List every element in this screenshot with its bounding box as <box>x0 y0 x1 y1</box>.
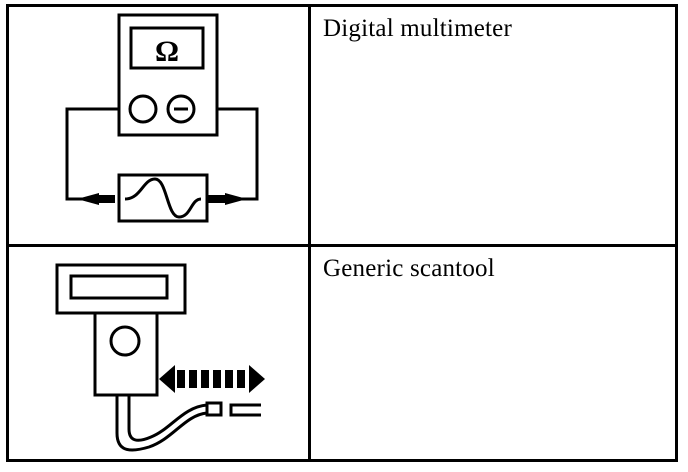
arrow-dash <box>225 370 233 388</box>
table-row-scantool: Generic scantool <box>9 247 675 459</box>
arrow-head-right <box>249 365 265 393</box>
generic-scantool-icon <box>55 263 265 452</box>
connector-plug <box>205 401 223 417</box>
scantool-button <box>109 325 141 357</box>
vehicle-socket <box>229 403 261 417</box>
test-lead-left <box>65 107 119 201</box>
scantool-cable-inner <box>127 395 208 442</box>
test-lead-right <box>217 107 259 201</box>
ohm-symbol: Ω <box>155 35 179 68</box>
label-cell-scantool: Generic scantool <box>311 247 675 459</box>
tool-name: Generic scantool <box>323 255 495 282</box>
probe-handle-right <box>207 195 225 203</box>
arrow-dash <box>213 370 221 388</box>
arrow-dash <box>237 370 245 388</box>
scantool-cable-outer <box>115 395 208 452</box>
arrow-head-left <box>159 365 175 393</box>
meter-display <box>129 26 205 70</box>
probe-tip-right <box>225 193 247 205</box>
tool-table: Ω Digital multimeter <box>6 4 678 462</box>
icon-cell-scantool <box>9 247 311 459</box>
icon-cell-multimeter: Ω <box>9 7 311 244</box>
probe-handle-left <box>97 195 115 203</box>
scantool-screen <box>69 274 169 300</box>
tool-name: Digital multimeter <box>323 15 512 42</box>
arrow-dash <box>189 370 197 388</box>
sine-wave-symbol <box>124 177 202 219</box>
probe-tip-left <box>77 193 99 205</box>
table-row-multimeter: Ω Digital multimeter <box>9 7 675 247</box>
label-cell-multimeter: Digital multimeter <box>311 7 675 244</box>
arrow-dash <box>201 370 209 388</box>
digital-multimeter-icon: Ω <box>65 13 259 223</box>
meter-jack-positive <box>128 94 158 124</box>
arrow-dash <box>177 370 185 388</box>
